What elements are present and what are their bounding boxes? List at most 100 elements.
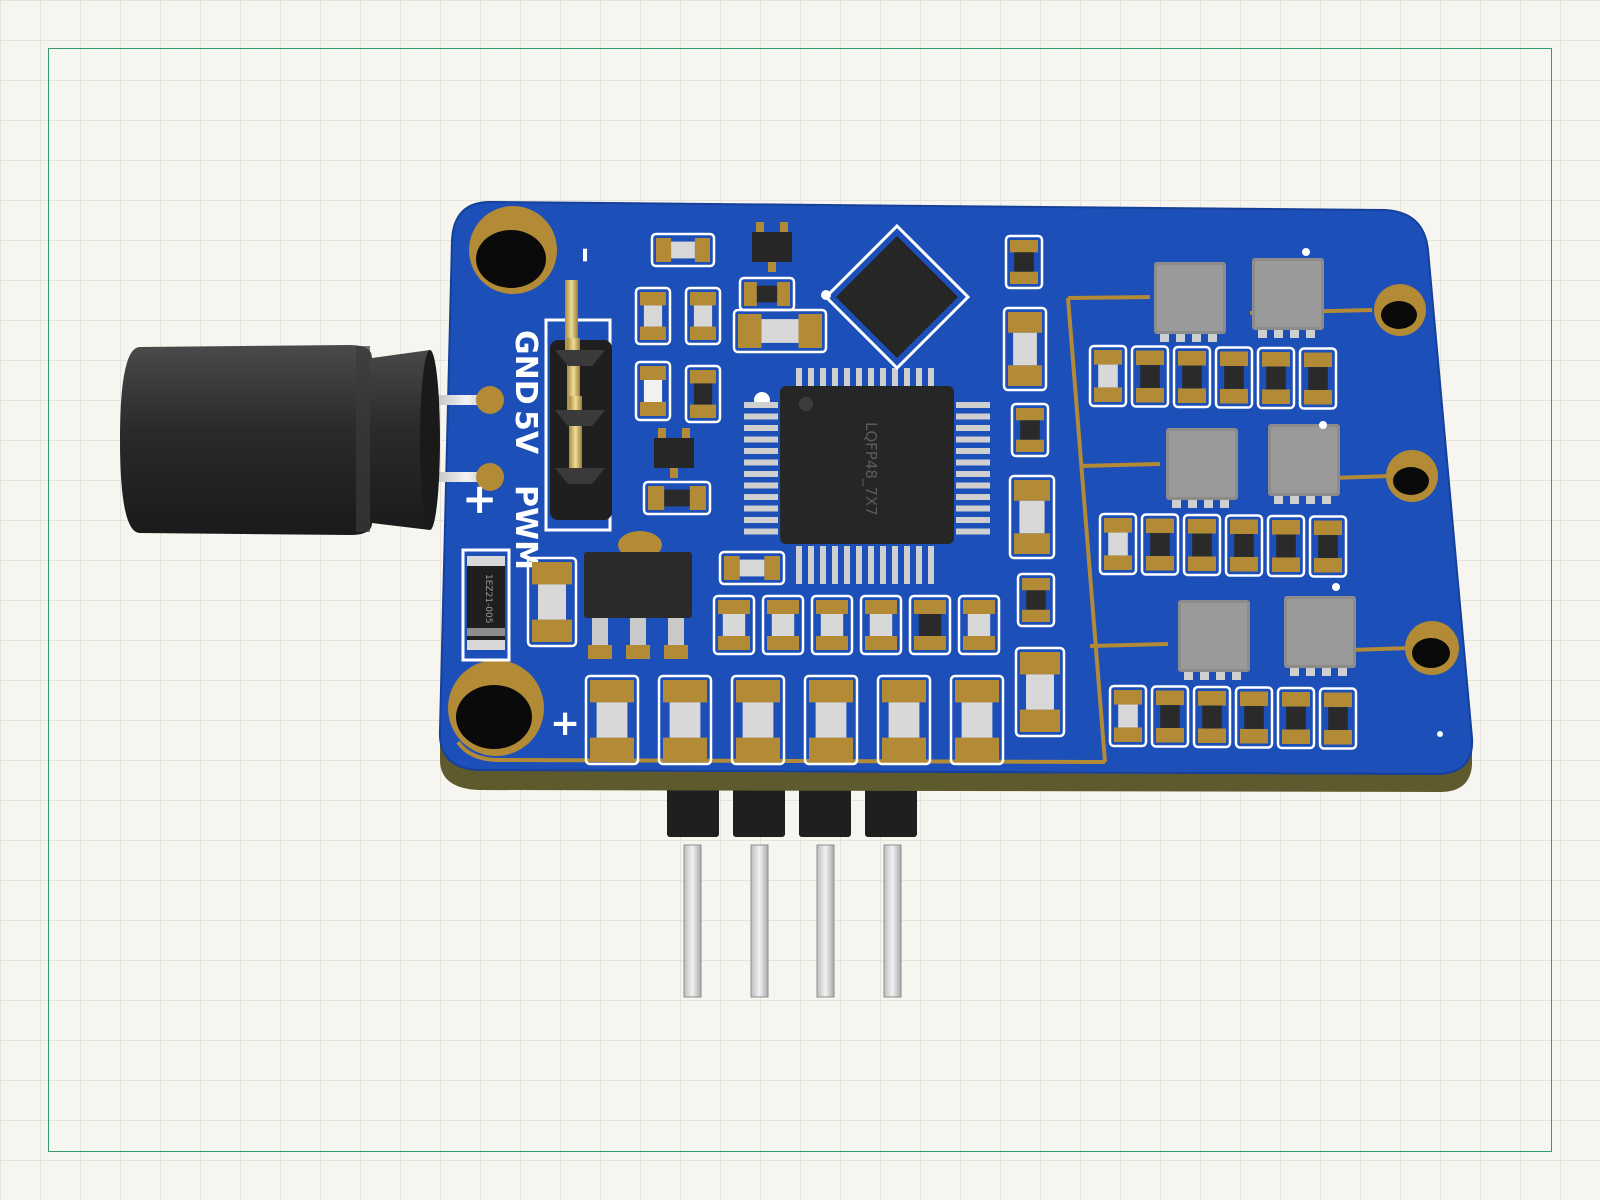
mcu-pin xyxy=(844,546,850,584)
mosfet[interactable] xyxy=(1284,596,1356,676)
mcu-pin xyxy=(928,368,934,386)
smd-component[interactable] xyxy=(876,674,932,766)
mcu-pin xyxy=(744,413,778,420)
mcu-pin xyxy=(868,546,874,584)
mcu-pin xyxy=(796,368,802,386)
smd-component[interactable] xyxy=(1256,346,1296,410)
smd-component[interactable] xyxy=(642,480,712,516)
smd-component[interactable] xyxy=(803,674,859,766)
smd-component[interactable] xyxy=(810,594,854,656)
power-mosfets[interactable] xyxy=(1154,258,1356,680)
silk-minus-label: – xyxy=(568,247,606,263)
smd-component[interactable] xyxy=(1266,514,1306,578)
smd-component[interactable] xyxy=(1098,512,1138,576)
mcu-pin xyxy=(956,402,990,408)
mosfet[interactable] xyxy=(1252,258,1324,338)
smd-component[interactable] xyxy=(1214,346,1254,409)
mcu-pin xyxy=(892,546,898,584)
mcu-pin xyxy=(956,459,990,466)
smd-component[interactable] xyxy=(859,594,903,656)
mcu-pin xyxy=(956,471,990,477)
pin-header-bottom[interactable] xyxy=(667,785,917,998)
smd-component[interactable] xyxy=(949,674,1005,766)
mosfet[interactable] xyxy=(1166,428,1238,508)
smd-component[interactable] xyxy=(1130,345,1170,408)
smd-component[interactable] xyxy=(1002,306,1048,392)
mcu-pin xyxy=(956,436,990,443)
mcu-pin xyxy=(956,494,990,500)
diode-marking: 1EZ21-005 xyxy=(483,574,493,623)
smd-component[interactable] xyxy=(732,308,828,354)
mcu-pin xyxy=(744,528,778,535)
mcu-pin xyxy=(956,413,990,420)
mosfet[interactable] xyxy=(1268,424,1340,504)
smd-component[interactable] xyxy=(657,674,713,766)
smd-component[interactable] xyxy=(1008,474,1056,560)
mcu-pin xyxy=(820,368,826,386)
mcu-pin xyxy=(956,517,990,523)
diode-smd[interactable] xyxy=(461,548,511,662)
smd-component[interactable] xyxy=(684,286,722,346)
smd-component[interactable] xyxy=(712,594,756,656)
mcu-lqfp48[interactable] xyxy=(744,368,990,584)
smd-component[interactable] xyxy=(584,674,640,766)
smd-component[interactable] xyxy=(1088,344,1128,408)
smd-component[interactable] xyxy=(957,594,1001,656)
smd-component[interactable] xyxy=(684,364,722,424)
mcu-pin xyxy=(796,546,802,584)
mcu-pin xyxy=(744,517,778,523)
smd-component[interactable] xyxy=(1108,684,1148,748)
qfn-chip[interactable] xyxy=(821,223,971,371)
smd-component[interactable] xyxy=(1010,402,1050,458)
smd-component[interactable] xyxy=(1172,345,1212,409)
smd-component[interactable] xyxy=(634,360,672,422)
mcu-marking: LQFP48_7X7 xyxy=(861,422,880,516)
mcu-pin xyxy=(832,546,838,584)
mosfet[interactable] xyxy=(1178,600,1250,680)
smd-component[interactable] xyxy=(1004,234,1044,290)
smd-components[interactable] xyxy=(526,222,1358,766)
sot23-transistor[interactable] xyxy=(654,428,694,478)
smd-component[interactable] xyxy=(634,286,672,346)
mcu-pin xyxy=(880,546,886,584)
mcu-pin xyxy=(744,402,778,408)
smd-component[interactable] xyxy=(1140,513,1180,576)
silk-cap-plus: + xyxy=(462,474,497,523)
smd-component[interactable] xyxy=(1298,347,1338,410)
smd-component[interactable] xyxy=(761,594,805,656)
smd-component[interactable] xyxy=(1182,513,1222,577)
mounting-holes xyxy=(448,206,1459,756)
mcu-pin xyxy=(744,471,778,477)
smd-component[interactable] xyxy=(908,594,952,656)
smd-component[interactable] xyxy=(526,556,578,648)
smd-component[interactable] xyxy=(1016,572,1056,628)
mosfet[interactable] xyxy=(1154,262,1226,342)
smd-component[interactable] xyxy=(1150,685,1190,748)
smd-component[interactable] xyxy=(1234,686,1274,749)
mcu-pin xyxy=(832,368,838,386)
smd-component[interactable] xyxy=(1308,515,1348,578)
mcu-pin xyxy=(744,459,778,466)
electrolytic-capacitor[interactable] xyxy=(120,345,504,535)
smd-component[interactable] xyxy=(730,674,786,766)
smd-component[interactable] xyxy=(1192,685,1232,749)
mcu-pin xyxy=(956,482,990,489)
smd-component[interactable] xyxy=(1224,514,1264,577)
smd-component[interactable] xyxy=(650,232,716,268)
mcu-pin xyxy=(856,546,862,584)
mcu-pin xyxy=(956,505,990,512)
silk-pwm-label: PWM xyxy=(508,485,543,570)
smd-component[interactable] xyxy=(718,550,786,586)
smd-component[interactable] xyxy=(1014,646,1066,738)
mcu-pin xyxy=(808,546,814,584)
smd-component[interactable] xyxy=(1276,686,1316,750)
mcu-pin xyxy=(744,494,778,500)
voltage-regulator[interactable] xyxy=(584,531,692,659)
pin-header-power[interactable] xyxy=(544,280,612,532)
mcu-pin xyxy=(820,546,826,584)
sot23-transistor[interactable] xyxy=(752,222,792,272)
mcu-pin xyxy=(956,448,990,454)
smd-component[interactable] xyxy=(1318,687,1358,750)
silk-pads-plus: + xyxy=(550,703,580,744)
